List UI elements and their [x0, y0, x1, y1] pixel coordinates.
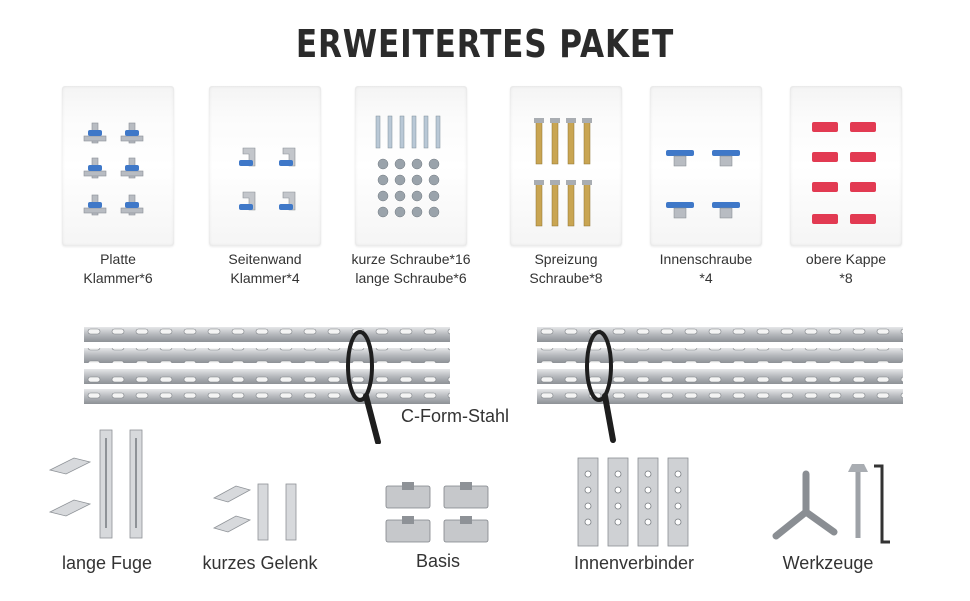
- bag-inner-screw-label: Innenschraube *4: [659, 251, 753, 286]
- bag-screws: [355, 86, 467, 246]
- long-joint-icon: [48, 429, 143, 539]
- bag-plate-clamp: [62, 86, 174, 246]
- part-inner-connector-label: Innenverbinder: [573, 553, 695, 573]
- bag-side-wall-clamp-label: Seitenwand Klammer*4: [228, 251, 302, 286]
- inner-connector-icon: [577, 457, 689, 547]
- bag-inner-screw: [650, 86, 762, 246]
- part-base-label: Basis: [415, 551, 460, 571]
- c-form-steel-label: C-Form-Stahl: [400, 406, 509, 426]
- bag-top-cap-label: obere Kappe *8: [805, 251, 887, 286]
- part-short-joint-label: kurzes Gelenk: [202, 553, 318, 573]
- bag-expansion-screw-label: Spreizung Schraube*8: [529, 251, 603, 286]
- bag-expansion-screw: [510, 86, 622, 246]
- base-icon: [385, 482, 489, 543]
- inner-screw-icon: [666, 150, 740, 219]
- page-title: ERWEITERTES PAKET: [295, 22, 675, 66]
- bag-screws-label: kurze Schraube*16 lange Schraube*6: [351, 251, 471, 286]
- top-cap-icon: [812, 122, 876, 224]
- screws-icon: [375, 115, 441, 218]
- tools-icon: [772, 464, 890, 544]
- part-long-joint-label: lange Fuge: [61, 553, 153, 573]
- bag-top-cap: [790, 86, 902, 246]
- c-profile-rails-left: [84, 327, 450, 444]
- short-joint-icon: [212, 483, 297, 541]
- cable-tie-icon: [585, 330, 616, 443]
- bag-plate-clamp-label: Platte Klammer*6: [83, 251, 153, 286]
- cable-tie-icon: [346, 330, 381, 444]
- expansion-screw-icon: [534, 118, 592, 227]
- bag-side-wall-clamp: [209, 86, 321, 246]
- side-wall-clamp-icon: [239, 147, 296, 211]
- plate-clamp-icon: [83, 122, 144, 216]
- part-tools-label: Werkzeuge: [782, 553, 874, 573]
- c-profile-rails-right: [537, 327, 903, 443]
